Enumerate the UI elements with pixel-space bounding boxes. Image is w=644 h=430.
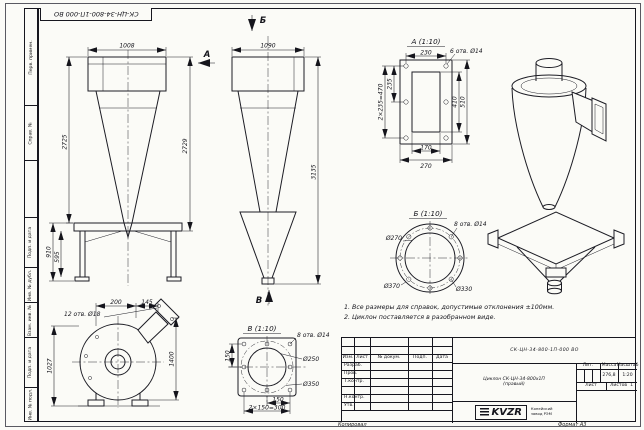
dim-front-width: 1008 bbox=[119, 43, 134, 50]
dim-front-height-right: 2729 bbox=[182, 138, 189, 153]
detail-b-view: Б (1:10) 8 отв. Ø14 Ø270 Ø370 Ø330 bbox=[383, 209, 487, 296]
dim-b-370: Ø370 bbox=[383, 283, 400, 290]
detail-v-view: В (1:10) 8 отв. Ø14 Ø250 Ø350 150 2×150=… bbox=[225, 324, 330, 414]
front-view: 1008 2725 2729 910 595 bbox=[46, 43, 193, 286]
dim-a-410: 410 bbox=[452, 96, 459, 108]
margin-cell: Справ. № bbox=[25, 106, 37, 161]
dim-scroll-1027: 1027 bbox=[47, 358, 54, 373]
detail-b-title: Б (1:10) bbox=[414, 209, 443, 218]
detail-a-view: А (1:10) 230 6 отв. Ø14 235 2×235=470 41… bbox=[378, 37, 483, 170]
tb-sheet-label: Лист bbox=[585, 383, 597, 389]
logo-subtext-line2: завод РЭМ bbox=[530, 411, 552, 416]
tb-sheets-cell: Листов 1 bbox=[606, 382, 637, 390]
tb-role-razrab: Разраб. bbox=[344, 363, 363, 369]
view-arrow-a: А bbox=[203, 50, 211, 60]
dim-b-holes: 8 отв. Ø14 bbox=[454, 221, 487, 228]
dim-v-150b: 150 bbox=[225, 350, 232, 362]
dim-side-width: 1090 bbox=[260, 43, 275, 50]
detail-a-title: А (1:10) bbox=[411, 37, 441, 46]
dim-a-235: 235 bbox=[387, 78, 394, 90]
logo-text: KVZR bbox=[491, 406, 522, 418]
dim-front-height-left: 2725 bbox=[62, 134, 69, 149]
tb-lit-label: Лит. bbox=[582, 363, 594, 369]
logo-subtext-line1: Копейский bbox=[530, 406, 553, 412]
tb-role-nkontr: Н.контр. bbox=[344, 395, 365, 401]
margin-cell-blank bbox=[25, 161, 37, 218]
tb-mass-label: Масса bbox=[601, 363, 617, 369]
logo-bars-icon bbox=[480, 408, 490, 416]
dim-v-350: Ø350 bbox=[302, 381, 319, 388]
section-arrows: А Б В bbox=[198, 15, 273, 306]
isometric-view bbox=[487, 58, 625, 295]
note-line-2: 2. Циклон поставляется в разобранном вид… bbox=[344, 314, 496, 321]
tb-sheets-value: 1 bbox=[630, 383, 634, 389]
tb-role-utv: Утв. bbox=[344, 403, 354, 409]
dim-v-150: 150 bbox=[272, 397, 284, 404]
margin-cell: Инв. № дубл. bbox=[25, 268, 37, 303]
dim-side-height: 3135 bbox=[311, 164, 318, 179]
dim-front-support: 910 bbox=[46, 246, 53, 258]
tb-role-prov: Пров. bbox=[344, 371, 358, 377]
dim-scroll-1400: 1400 bbox=[169, 351, 176, 366]
tb-col-doc: № докум. bbox=[377, 355, 401, 361]
product-name: Циклон СК-ЦН-34-800х1П (правый) bbox=[452, 363, 576, 401]
margin-cell: Подп. и дата bbox=[25, 218, 37, 268]
margin-column: Перв. примен. Справ. № Подп. и дата Инв.… bbox=[24, 8, 38, 422]
product-name-line2: (правый) bbox=[503, 382, 525, 387]
dim-v-holes: 8 отв. Ø14 bbox=[297, 332, 330, 339]
doc-number: СК-ЦН-34-800-1П-000 ВО bbox=[510, 347, 579, 353]
dim-a-230: 230 bbox=[420, 50, 432, 57]
view-arrow-v: В bbox=[256, 296, 262, 306]
tb-col-list: Лист bbox=[356, 355, 368, 361]
sheet-outer-border bbox=[5, 3, 641, 427]
tb-col-data: Дата bbox=[436, 355, 448, 361]
product-name-line1: Циклон СК-ЦН-34-800х1П bbox=[483, 376, 545, 382]
margin-cell: Перв. примен. bbox=[25, 9, 37, 106]
format-label: Формат А3 bbox=[558, 422, 587, 428]
dim-scroll-200: 200 bbox=[110, 299, 122, 306]
scroll-view: 200 145 12 отв. Ø18 1027 1400 bbox=[47, 298, 180, 408]
detail-v-title: В (1:10) bbox=[248, 324, 277, 333]
dim-a-510: 510 bbox=[460, 96, 467, 108]
dim-v-250: Ø250 bbox=[302, 356, 319, 363]
dim-a-270: 270 bbox=[420, 163, 432, 170]
dim-a-holes: 6 отв. Ø14 bbox=[450, 48, 483, 55]
dim-v-2x150: 2×150=300 bbox=[249, 405, 286, 412]
technical-notes: 1. Все размеры для справок, допустимые о… bbox=[344, 303, 636, 323]
tb-sheets-label: Листов bbox=[609, 383, 628, 389]
top-stamp: СК-ЦН-34-800-1П-000 ВО bbox=[40, 8, 152, 21]
margin-cell: Подп. и дата bbox=[25, 338, 37, 388]
title-block: Изм. Лист № докум. Подп. Дата Разраб. Пр… bbox=[341, 337, 639, 423]
dim-front-legs: 595 bbox=[54, 251, 61, 263]
tb-role-tkontr: Т.контр. bbox=[344, 379, 364, 385]
logo-subtext: Копейский завод РЭМ bbox=[531, 407, 553, 416]
tb-col-izm: Изм. bbox=[342, 355, 354, 361]
dim-b-270: Ø270 bbox=[385, 235, 402, 242]
note-line-1: 1. Все размеры для справок, допустимые о… bbox=[344, 304, 555, 311]
tb-scale-value: 1:20 bbox=[622, 372, 633, 378]
tb-col-podp: Подп. bbox=[413, 355, 427, 361]
kvzr-logo: KVZR bbox=[475, 404, 527, 420]
margin-cell: Взам. инв. № bbox=[25, 303, 37, 338]
dim-b-330: Ø330 bbox=[455, 286, 472, 293]
dim-a-170: 170 bbox=[420, 145, 432, 152]
dim-scroll-holes: 12 отв. Ø18 bbox=[64, 311, 101, 318]
view-arrow-b: Б bbox=[260, 16, 267, 26]
tb-scale-label: Масштаб bbox=[616, 363, 639, 369]
company-cell: KVZR Копейский завод РЭМ bbox=[452, 401, 576, 423]
copied-label: Копировал bbox=[338, 422, 367, 428]
side-view: 1090 3135 bbox=[231, 36, 321, 306]
tb-mass-value: 276,8 bbox=[602, 372, 616, 378]
dim-a-2x235: 2×235=470 bbox=[378, 83, 385, 120]
dim-scroll-145: 145 bbox=[141, 299, 153, 306]
drawing-frame bbox=[38, 8, 636, 422]
